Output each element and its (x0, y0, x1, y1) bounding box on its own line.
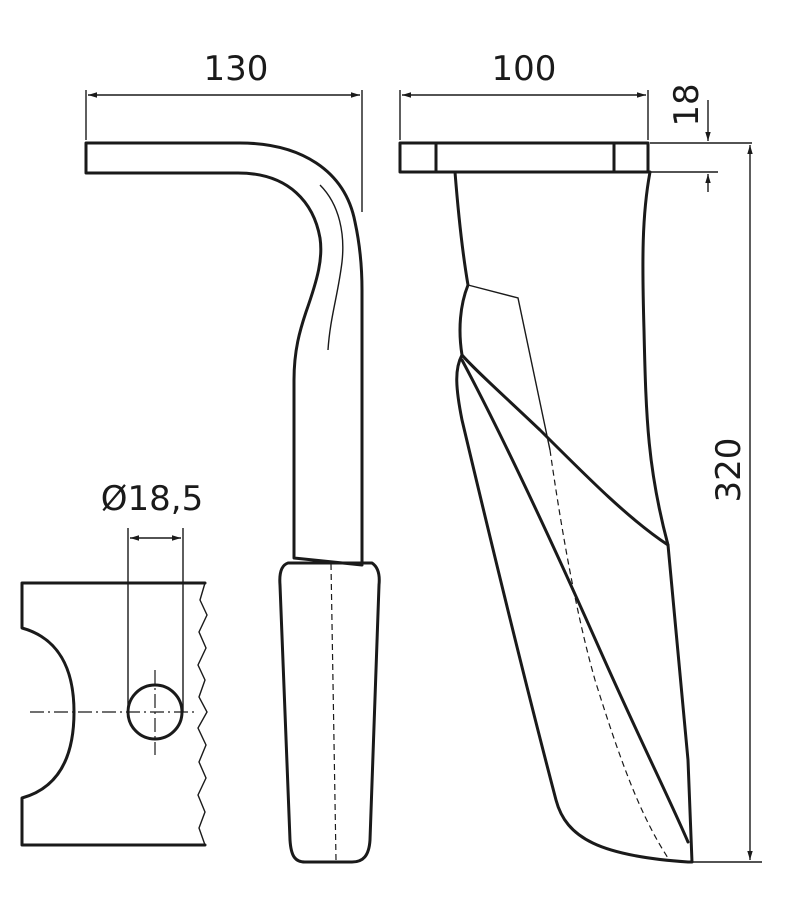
hole-detail-view: Ø18,5 (20, 479, 208, 847)
blade-centerline (330, 563, 337, 861)
break-line (197, 582, 208, 846)
shank-inner-edge (319, 184, 344, 351)
blade-body (453, 170, 694, 864)
plate-thickness-label: 18 (667, 83, 707, 126)
dimension-plate-thickness: 18 (650, 83, 752, 192)
side-width-label: 130 (204, 49, 269, 89)
hidden-edge (549, 449, 669, 859)
overall-height-label: 320 (709, 438, 749, 503)
dimension-overall-height: 320 (692, 145, 762, 863)
wing-upper-line (460, 353, 670, 547)
wing-facet (467, 284, 551, 451)
side-view: 130 (84, 49, 381, 864)
hole-diameter-label: Ø18,5 (101, 479, 203, 519)
front-view: 100 18 320 (398, 49, 762, 864)
dimension-hole-diameter: Ø18,5 (101, 479, 203, 712)
tapered-blade (278, 561, 381, 864)
dimension-side-width: 130 (85, 49, 363, 212)
plate-section (20, 581, 207, 847)
twist-edge-line (460, 358, 690, 844)
bent-shank (84, 141, 364, 567)
front-width-label: 100 (492, 49, 557, 89)
dimension-front-width: 100 (399, 49, 649, 140)
